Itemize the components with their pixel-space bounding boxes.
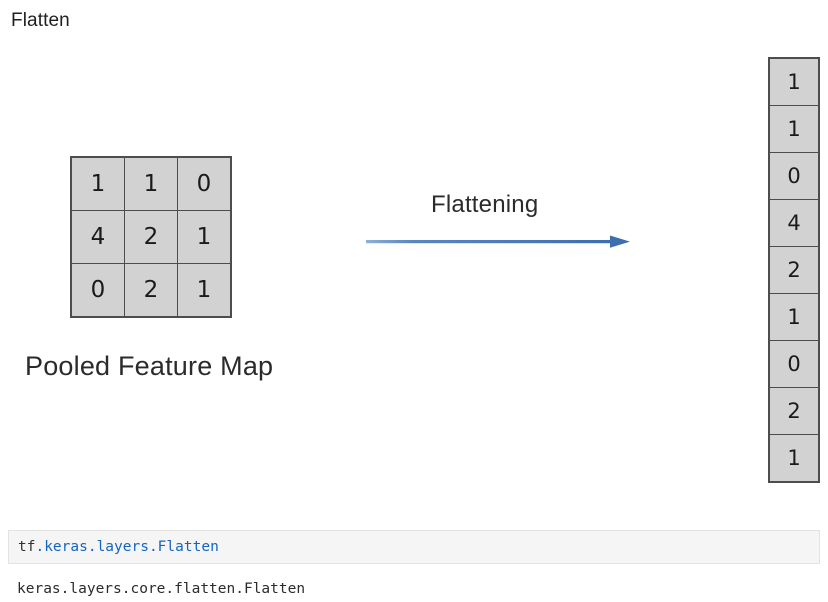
pooled-feature-map-grid: 1 1 0 4 2 1 0 2 1	[70, 156, 232, 318]
matrix-cell: 2	[125, 211, 177, 263]
pooled-feature-map-caption: Pooled Feature Map	[25, 351, 274, 381]
page-title: Flatten	[11, 10, 70, 31]
matrix-cell: 1	[178, 211, 230, 263]
matrix-cell: 0	[178, 158, 230, 210]
vector-cell: 2	[770, 388, 818, 434]
flattening-label: Flattening	[431, 191, 539, 218]
matrix-cell: 4	[72, 211, 124, 263]
code-signature-box: tf.keras.layers.Flatten	[8, 530, 820, 564]
flatten-diagram: 1 1 0 4 2 1 0 2 1 Pooled Feature Map Fla…	[25, 57, 820, 483]
vector-cell: 1	[770, 59, 818, 105]
vector-cell: 1	[770, 294, 818, 340]
matrix-cell: 0	[72, 264, 124, 316]
matrix-cell: 1	[125, 158, 177, 210]
vector-cell: 1	[770, 106, 818, 152]
matrix-cell: 1	[72, 158, 124, 210]
code-signature-text: tf.keras.layers.Flatten	[9, 539, 219, 555]
vector-cell: 0	[770, 153, 818, 199]
flattened-vector-column: 1 1 0 4 2 1 0 2 1	[768, 57, 820, 483]
vector-cell: 4	[770, 200, 818, 246]
right-arrow-icon	[366, 235, 630, 248]
vector-cell: 1	[770, 435, 818, 481]
matrix-cell: 1	[178, 264, 230, 316]
vector-cell: 2	[770, 247, 818, 293]
vector-cell: 0	[770, 341, 818, 387]
matrix-cell: 2	[125, 264, 177, 316]
qualified-class-name: keras.layers.core.flatten.Flatten	[17, 581, 306, 597]
code-prefix: tf	[18, 539, 36, 555]
code-suffix: .keras.layers.Flatten	[35, 539, 219, 555]
